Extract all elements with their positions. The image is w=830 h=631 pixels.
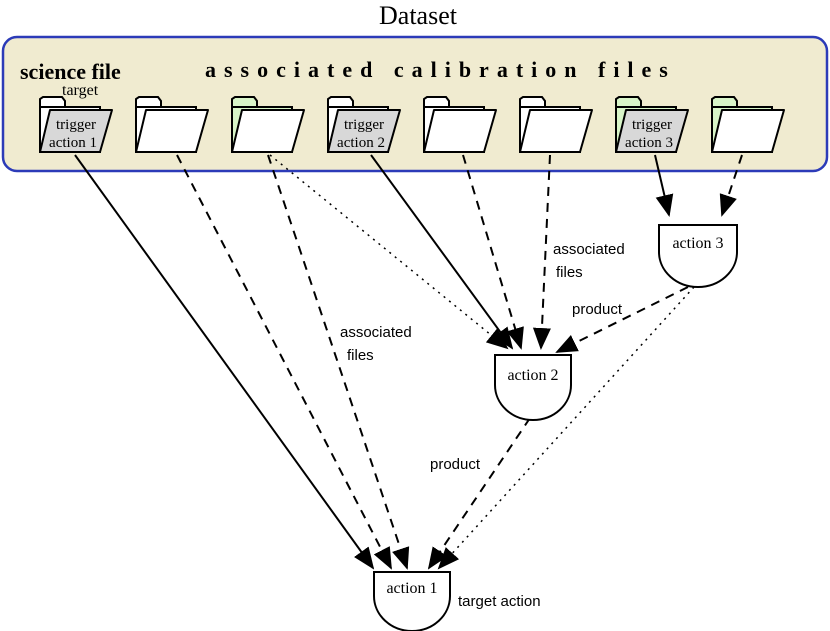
edge-f4-to-action2 [370,154,514,350]
folder-3 [231,96,305,153]
folder-5 [423,96,497,153]
action2-label: action 2 [507,367,558,384]
folder-4-label-line1: trigger [344,117,384,133]
folder-7: trigger action 3 [615,96,689,153]
edge-f8-to-action3 [719,154,743,217]
action1-node: action 1 [373,571,451,631]
folder-4-label-line2: action 2 [337,135,385,151]
folder-1: trigger action 1 [39,96,113,153]
action-nodes: action 3 action 2 action 1 [373,224,738,631]
science-file-label: science file [20,59,121,84]
action2-node: action 2 [494,354,572,421]
target-action-label: target action [458,593,541,610]
associated-files-label-2-line1: associated [553,241,625,258]
folder-6 [519,96,593,153]
edge-f3-to-action2-dotted [269,154,509,350]
folder-8 [711,96,785,153]
folder-2 [135,96,209,153]
associated-files-label: associated calibration files [205,57,676,82]
edge-labels: associated files associated files produc… [340,241,625,610]
edge-f3-to-action1 [267,154,410,570]
associated-files-label-1-line1: associated [340,324,412,341]
folder-1-label-line1: trigger [56,117,96,133]
edge-action3-to-action1-dotted [437,286,695,570]
edge-f5-to-action2 [462,154,524,350]
product-label-2: product [430,456,481,473]
action3-label: action 3 [672,235,723,252]
edge-action2-to-action1 [427,417,531,570]
action3-node: action 3 [658,224,738,288]
action1-label: action 1 [386,580,437,597]
folder-7-label-line1: trigger [632,117,672,133]
associated-files-label-1-line2: files [347,347,374,364]
folder-1-label-line2: action 1 [49,135,97,151]
folder-7-label-line2: action 3 [625,135,673,151]
edge-science-to-action1 [74,154,375,570]
folder-row: trigger action 1 trigger action 2 trigger act… [39,96,785,153]
product-label-1: product [572,301,623,318]
associated-files-label-2-line2: files [556,264,583,281]
edge-f6-to-action2 [532,154,551,350]
folder-4: trigger action 2 [327,96,401,153]
target-label: target [62,82,99,99]
edge-action3-to-action2 [555,286,689,353]
dataset-title: Dataset [379,1,458,30]
edges [74,154,743,570]
edge-f7-to-action3 [654,154,674,217]
edge-f2-to-action1 [176,154,392,570]
